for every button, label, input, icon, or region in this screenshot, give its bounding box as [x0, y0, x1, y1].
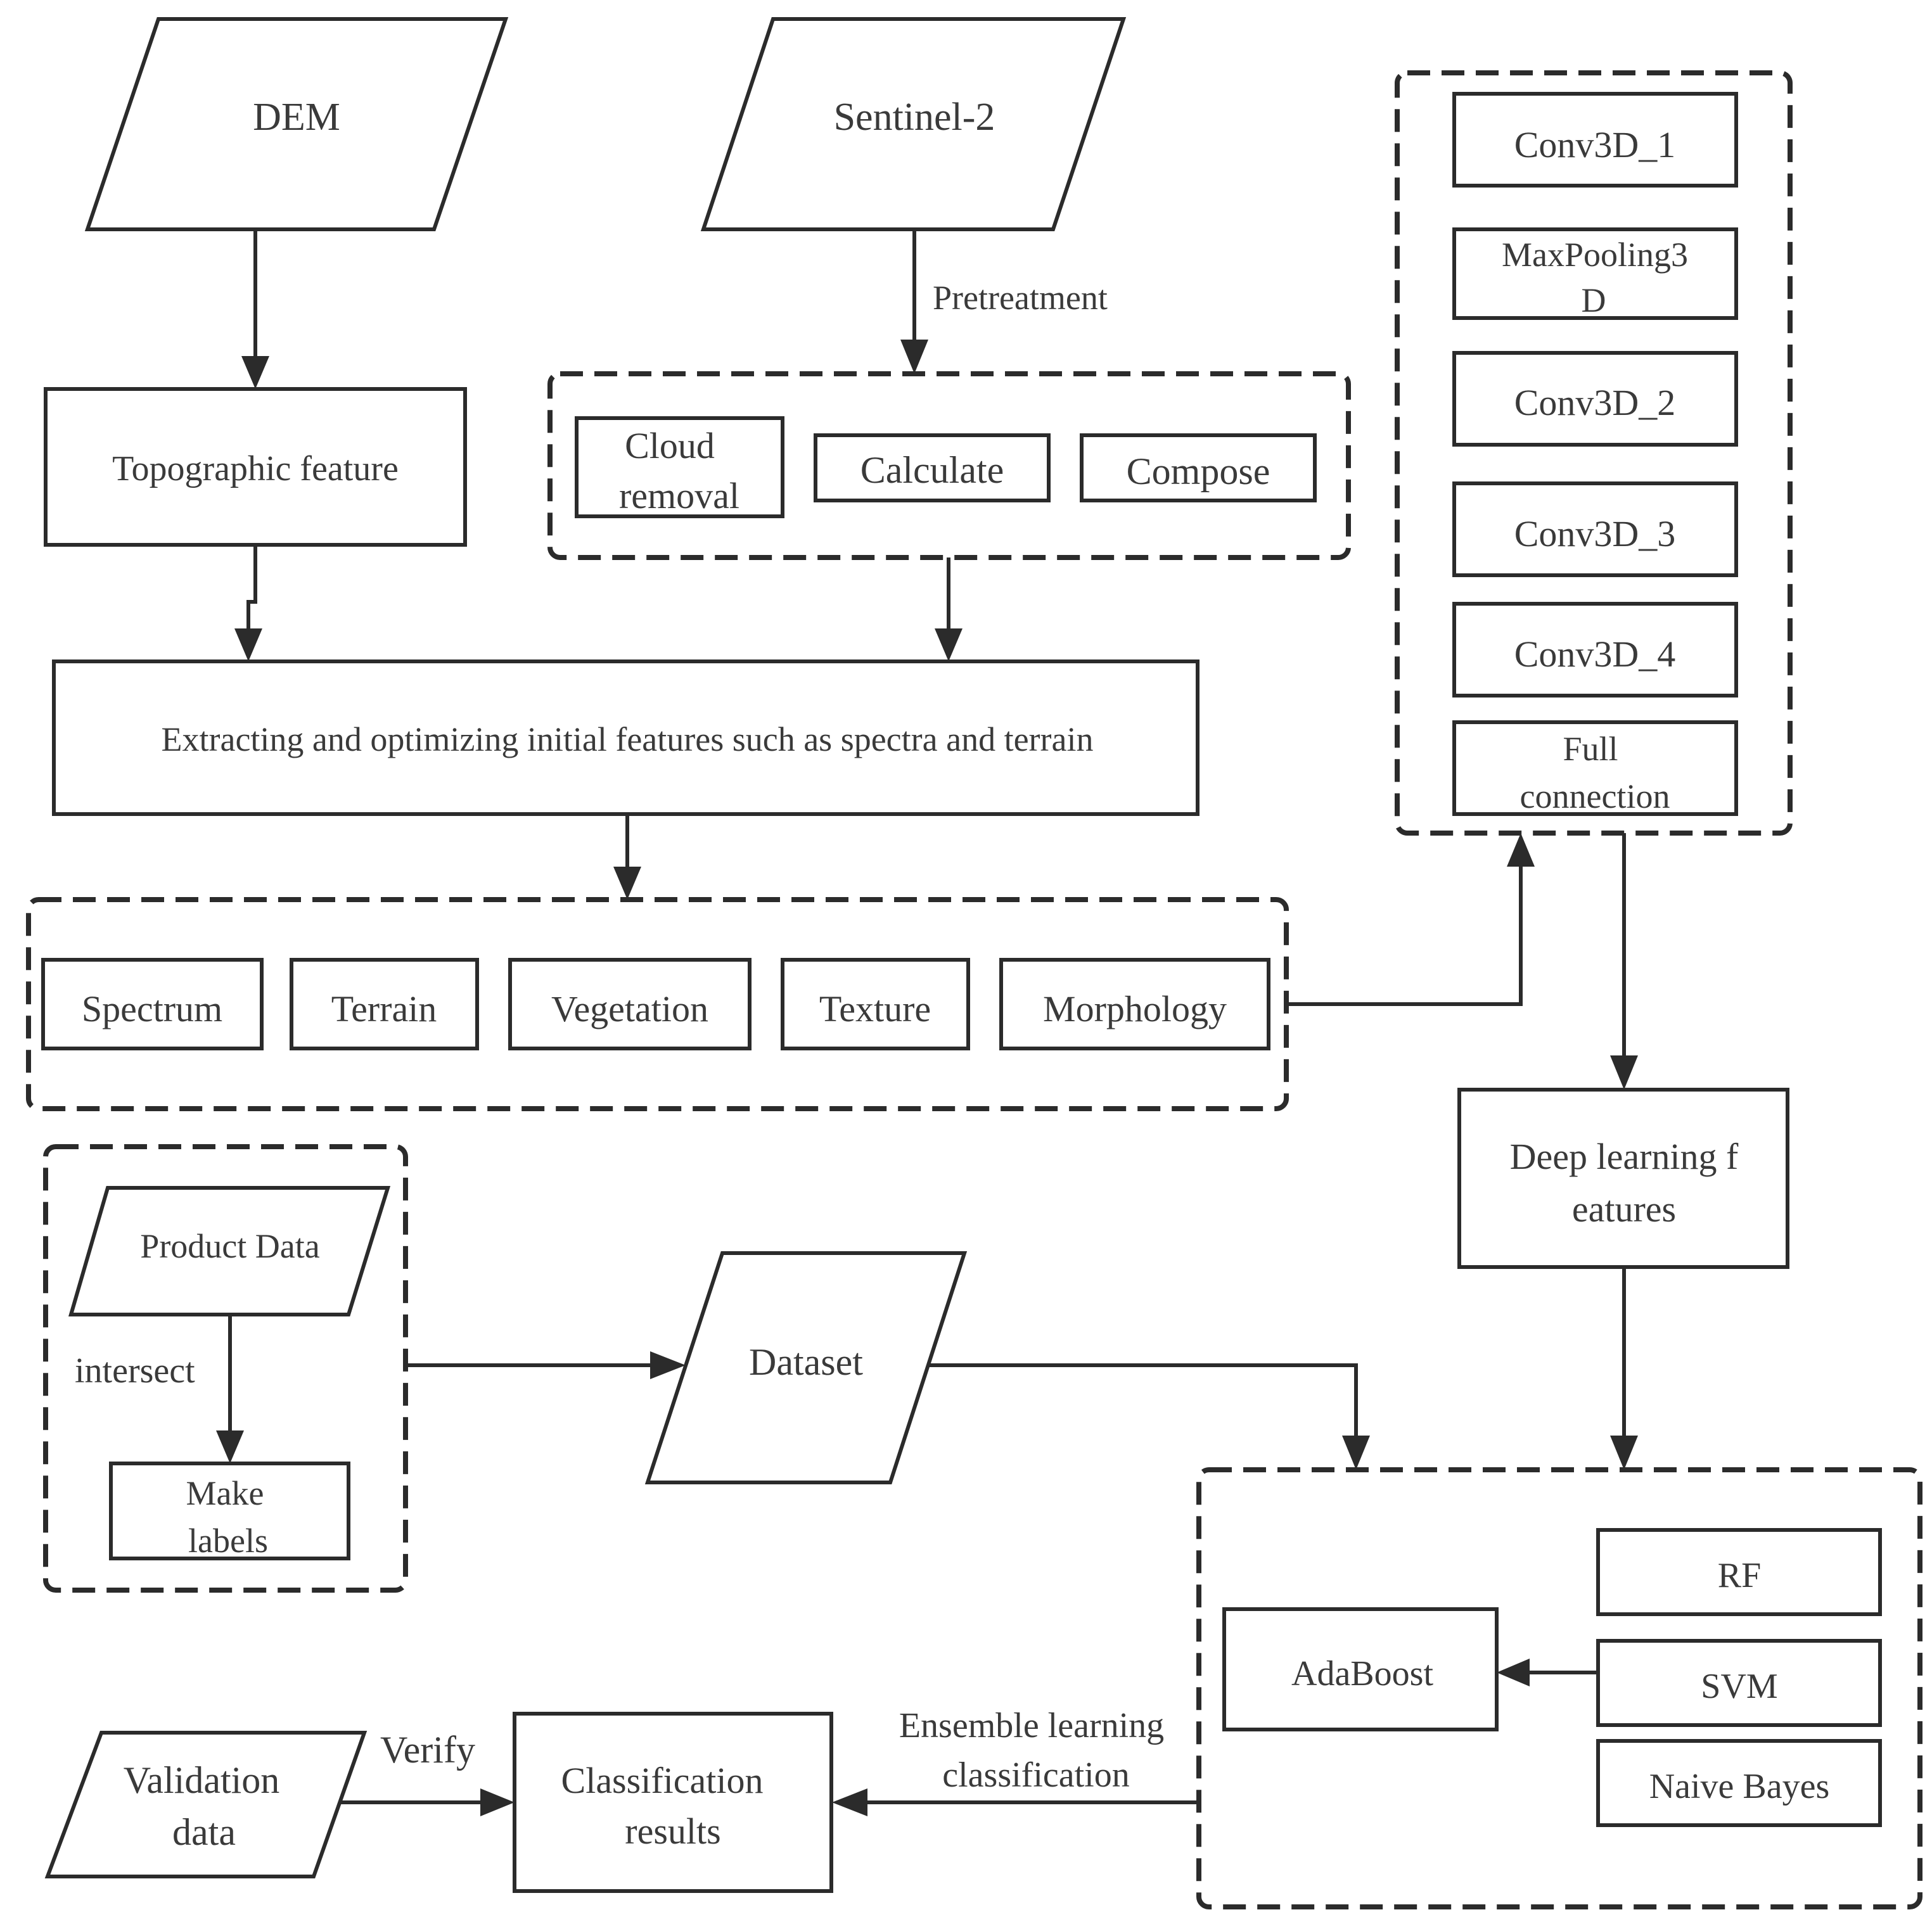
cloud-removal-line2: removal — [619, 475, 739, 516]
ensemble-edge-label-line1: Ensemble learning — [899, 1706, 1164, 1745]
maxpooling3d-line1: MaxPooling3 — [1502, 236, 1688, 274]
cloud-removal-box: Cloud removal — [575, 416, 784, 518]
validation-data-input: Validation data — [44, 1731, 368, 1878]
conv3d-4-label: Conv3D_4 — [1514, 634, 1676, 675]
adaboost-box: AdaBoost — [1222, 1607, 1499, 1731]
label-group — [43, 1144, 408, 1593]
morphology-label: Morphology — [1043, 988, 1227, 1029]
classification-line2: results — [625, 1811, 720, 1852]
pretreatment-edge-label: Pretreatment — [933, 279, 1108, 317]
make-labels-box: Make labels — [109, 1462, 350, 1560]
product-data-label: Product Data — [140, 1227, 319, 1265]
deep-learning-line1: Deep learning f — [1510, 1136, 1739, 1177]
conv3d-2-box: Conv3D_2 — [1452, 351, 1738, 447]
spectrum-label: Spectrum — [82, 988, 222, 1029]
deep-learning-features-box: Deep learning f eatures — [1457, 1088, 1789, 1269]
conv3d-4-box: Conv3D_4 — [1452, 602, 1738, 698]
morphology-box: Morphology — [999, 958, 1270, 1050]
sentinel-label: Sentinel-2 — [834, 96, 995, 139]
cloud-removal-line1: Cloud — [625, 425, 715, 466]
cnn-group — [1395, 70, 1793, 836]
naive-bayes-box: Naive Bayes — [1596, 1739, 1882, 1827]
make-labels-line2: labels — [188, 1522, 268, 1560]
conv3d-2-label: Conv3D_2 — [1514, 382, 1676, 423]
validation-label-line1: Validation — [124, 1759, 280, 1801]
vegetation-label: Vegetation — [551, 988, 708, 1029]
validation-label-line2: data — [172, 1811, 236, 1853]
deep-learning-line2: eatures — [1572, 1188, 1676, 1230]
dataset-input: Dataset — [644, 1251, 968, 1484]
vegetation-box: Vegetation — [508, 958, 752, 1050]
connectors — [216, 229, 1638, 1816]
ensemble-edge-label-line2: classification — [942, 1755, 1129, 1795]
topographic-feature-box: Topographic feature — [44, 387, 467, 547]
terrain-box: Terrain — [290, 958, 479, 1050]
conv3d-3-label: Conv3D_3 — [1514, 513, 1676, 554]
topographic-feature-label: Topographic feature — [112, 449, 399, 488]
svm-box: SVM — [1596, 1639, 1882, 1727]
terrain-label: Terrain — [331, 988, 437, 1029]
conv3d-3-box: Conv3D_3 — [1452, 481, 1738, 577]
make-labels-line1: Make — [186, 1474, 264, 1512]
product-data-input: Product Data — [68, 1186, 391, 1316]
svm-label: SVM — [1701, 1667, 1777, 1706]
dem-label: DEM — [253, 96, 340, 139]
pretreatment-group — [547, 371, 1351, 560]
dem-input: DEM — [84, 17, 509, 231]
intersect-edge-label: intersect — [75, 1351, 195, 1391]
rf-label: RF — [1718, 1556, 1762, 1595]
conv3d-1-label: Conv3D_1 — [1514, 124, 1676, 165]
adaboost-label: AdaBoost — [1291, 1654, 1433, 1693]
full-connection-line2: connection — [1520, 777, 1670, 815]
compose-box: Compose — [1080, 433, 1317, 502]
texture-box: Texture — [781, 958, 970, 1050]
ensemble-group — [1196, 1467, 1922, 1909]
conv3d-1-box: Conv3D_1 — [1452, 92, 1738, 188]
spectrum-box: Spectrum — [41, 958, 264, 1050]
dataset-label: Dataset — [749, 1341, 863, 1383]
rf-box: RF — [1596, 1528, 1882, 1616]
maxpooling3d-line2: D — [1582, 281, 1606, 319]
calculate-box: Calculate — [814, 433, 1051, 502]
extracting-box: Extracting and optimizing initial featur… — [52, 659, 1200, 816]
classification-results-box: Classification results — [513, 1712, 833, 1893]
full-connection-box: Full connection — [1452, 720, 1738, 816]
extracting-label: Extracting and optimizing initial featur… — [162, 720, 1094, 758]
maxpooling3d-box: MaxPooling3 D — [1452, 227, 1738, 320]
classification-line1: Classification — [561, 1760, 764, 1801]
calculate-label: Calculate — [860, 449, 1004, 491]
naive-bayes-label: Naive Bayes — [1649, 1767, 1830, 1806]
verify-edge-label: Verify — [380, 1729, 475, 1771]
sentinel-input: Sentinel-2 — [700, 17, 1127, 231]
full-connection-line1: Full — [1563, 730, 1618, 768]
compose-label: Compose — [1127, 450, 1270, 492]
texture-label: Texture — [819, 988, 931, 1029]
